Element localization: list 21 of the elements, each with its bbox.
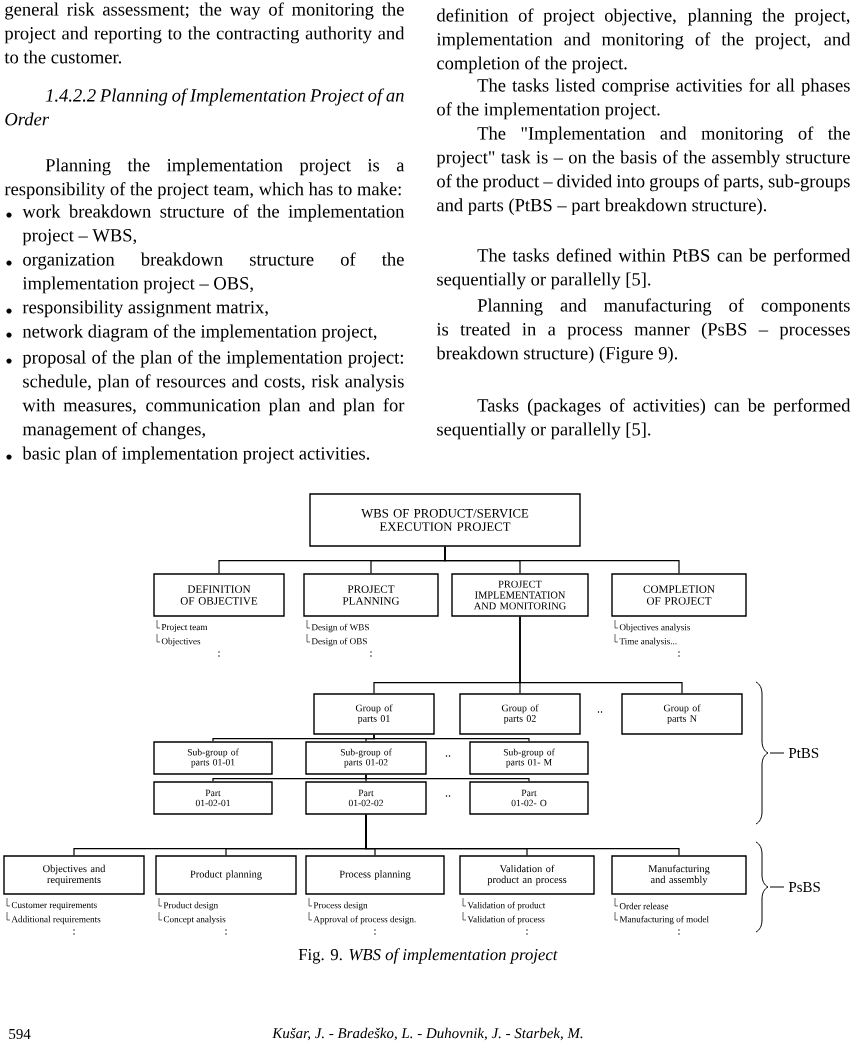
connector-line <box>444 546 680 574</box>
connector-line <box>365 734 375 742</box>
connector-line <box>365 814 680 856</box>
bullet-item: network diagram of the implementation project, <box>6 324 377 342</box>
connector-line <box>212 774 367 782</box>
paragraph: general risk assessment; the way of monitoring the project and reporting to the contracting authority and to the customer. <box>4 2 405 64</box>
figure-caption: Fig. 9. WBS of implementation project <box>298 948 558 964</box>
connector-line <box>373 734 530 742</box>
paragraph: The tasks listed comprise activities for all phases of the implementation project. <box>437 78 850 120</box>
paragraph: The "Implementation and monitoring of the project" task is – on the basis of the assembly structure of the product – divided into groups of parts, sub-groups and parts (PtBS – part breakdown structure). <box>436 126 850 216</box>
paragraph: Tasks (packages of activities) can be performed sequentially or parallelly [5]. <box>437 398 851 440</box>
paragraph: Planning and manufacturing of components is treated in a process manner (PsBS – processes breakdown structure) (Figure 9). <box>436 298 850 364</box>
section-heading: 1.4.2.2 Planning of Implementation Project of an Order <box>5 88 404 126</box>
connector-line <box>365 774 530 782</box>
connector-line <box>365 774 367 782</box>
paragraph: The tasks defined within PtBS can be performed sequentially or parallelly [5]. <box>437 248 851 290</box>
paragraph: Planning the implementation project is a responsibility of the project team, which has to make: <box>4 158 405 200</box>
connector-line <box>519 616 683 694</box>
bullet-item: responsibility assignment matrix, <box>6 300 268 318</box>
paragraph: definition of project objective, planning the project, implementation and monitoring of the project, and completion of the project. <box>436 8 851 74</box>
bullet-item: basic plan of implementation project activities. <box>6 446 370 464</box>
